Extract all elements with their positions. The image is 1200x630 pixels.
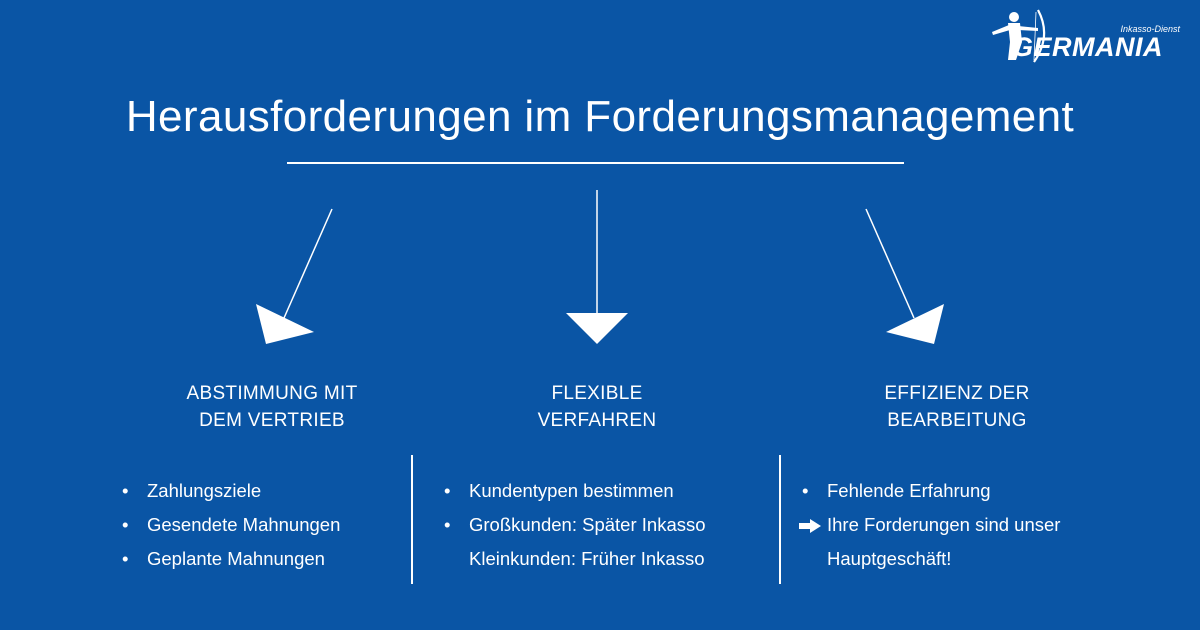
list-item-text: Zahlungsziele	[147, 480, 262, 501]
bullet-icon: •	[122, 548, 129, 569]
list-item: Hauptgeschäft!	[799, 542, 1060, 576]
title-underline	[287, 162, 904, 164]
column-heading-efficiency: EFFIZIENZ DER BEARBEITUNG	[797, 380, 1117, 434]
bullet-icon: •	[444, 514, 451, 535]
column-divider	[411, 455, 413, 584]
arrow-left	[256, 208, 333, 344]
list-item: • Fehlende Erfahrung	[799, 474, 1060, 508]
arrow-center	[566, 190, 628, 344]
column-heading-procedures: FLEXIBLE VERFAHREN	[437, 380, 757, 434]
arrow-right	[865, 208, 944, 344]
page-title: Herausforderungen im Forderungsmanagemen…	[125, 92, 1075, 141]
list-item-text: Geplante Mahnungen	[147, 548, 325, 569]
heading-line: DEM VERTRIEB	[199, 410, 345, 431]
logo-wordmark: GERMANIA	[1012, 32, 1163, 62]
list-item: • Großkunden: Später Inkasso	[441, 508, 706, 542]
archer-icon	[992, 9, 1046, 63]
list-item: Kleinkunden: Früher Inkasso	[441, 542, 706, 576]
list-item-text: Kundentypen bestimmen	[469, 480, 674, 501]
list-item: • Zahlungsziele	[119, 474, 340, 508]
heading-line: BEARBEITUNG	[887, 410, 1027, 431]
heading-line: ABSTIMMUNG MIT	[186, 383, 358, 404]
germania-logo: Inkasso-Dienst GERMANIA	[978, 6, 1196, 66]
list-item-text: Gesendete Mahnungen	[147, 514, 341, 535]
list-item-text: Fehlende Erfahrung	[827, 480, 991, 501]
bullet-icon: •	[444, 480, 451, 501]
heading-line: VERFAHREN	[537, 410, 657, 431]
logo-subtitle: Inkasso-Dienst	[1120, 24, 1180, 34]
list-item-text: Kleinkunden: Früher Inkasso	[469, 548, 705, 569]
bullet-icon: •	[802, 480, 809, 501]
arrow-right-icon	[799, 519, 821, 533]
heading-line: FLEXIBLE	[551, 383, 643, 404]
column-divider	[779, 455, 781, 584]
list-efficiency: • Fehlende Erfahrung Ihre Forderungen sin…	[799, 474, 1060, 576]
bullet-icon: •	[122, 480, 129, 501]
list-item: • Geplante Mahnungen	[119, 542, 340, 576]
list-item-text: Hauptgeschäft!	[827, 548, 952, 569]
bullet-icon: •	[122, 514, 129, 535]
list-item-text: Ihre Forderungen sind unser	[827, 514, 1061, 535]
list-item: Ihre Forderungen sind unser	[799, 508, 1060, 542]
list-item: • Gesendete Mahnungen	[119, 508, 340, 542]
list-coordination: • Zahlungsziele • Gesendete Mahnungen • Gep…	[119, 474, 340, 576]
list-procedures: • Kundentypen bestimmen • Großkunden: Spät…	[441, 474, 706, 576]
list-item-text: Großkunden: Später Inkasso	[469, 514, 706, 535]
list-item: • Kundentypen bestimmen	[441, 474, 706, 508]
heading-line: EFFIZIENZ DER	[884, 383, 1030, 404]
column-heading-coordination: ABSTIMMUNG MIT DEM VERTRIEB	[112, 380, 432, 434]
